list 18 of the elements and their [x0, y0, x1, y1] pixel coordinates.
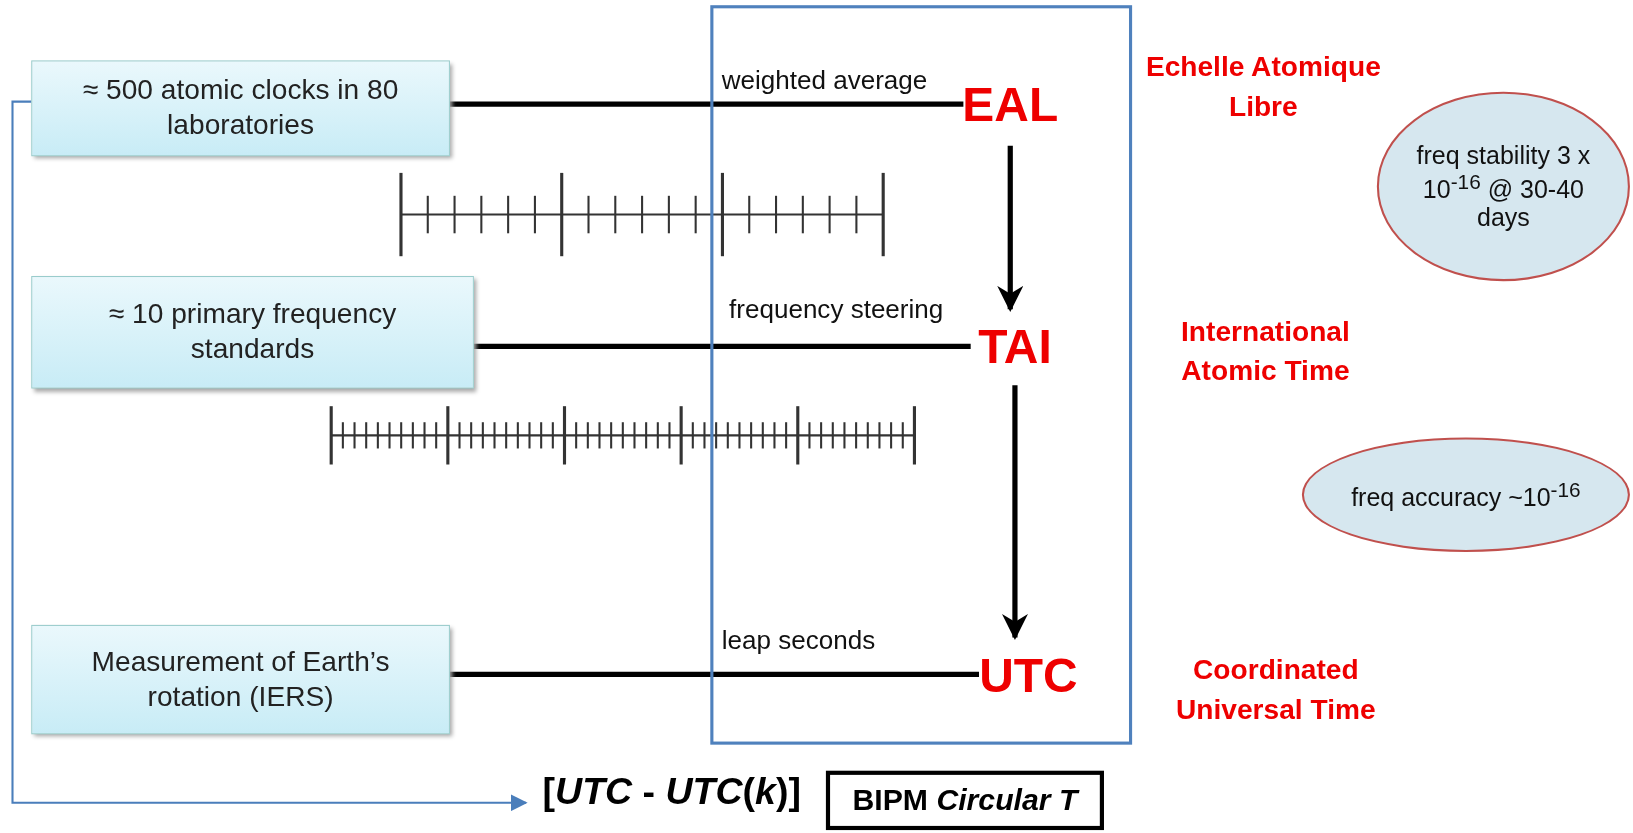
connector-line — [449, 101, 964, 107]
note-ellipse: freq stability 3 x 10$^{-16}$ @ 30-40 days — [1376, 91, 1630, 282]
formula-text: [UTC - UTC(k)] — [525, 763, 818, 820]
connector-line — [449, 671, 979, 677]
timescale-label: TAI — [970, 317, 1060, 375]
timescale-name: International Atomic Time — [1180, 314, 1351, 389]
note-ellipse: freq accuracy ~10$^{-16}$ — [1301, 437, 1630, 552]
publication-box: BIPM Circular T — [825, 770, 1104, 831]
arrow — [997, 145, 1024, 312]
source-box: ≈ 500 atomic clocks in 80 laboratories — [31, 60, 450, 157]
source-box: ≈ 10 primary frequency standards — [31, 276, 474, 389]
arrow — [11, 100, 528, 812]
timescale-label: EAL — [963, 72, 1058, 136]
connector-line — [473, 343, 971, 349]
timescale-label: UTC — [979, 645, 1078, 703]
arrow — [1001, 385, 1028, 640]
timescale-name: Coordinated Universal Time — [1175, 653, 1377, 727]
source-box: Measurement of Earth’s rotation (IERS) — [31, 624, 450, 735]
